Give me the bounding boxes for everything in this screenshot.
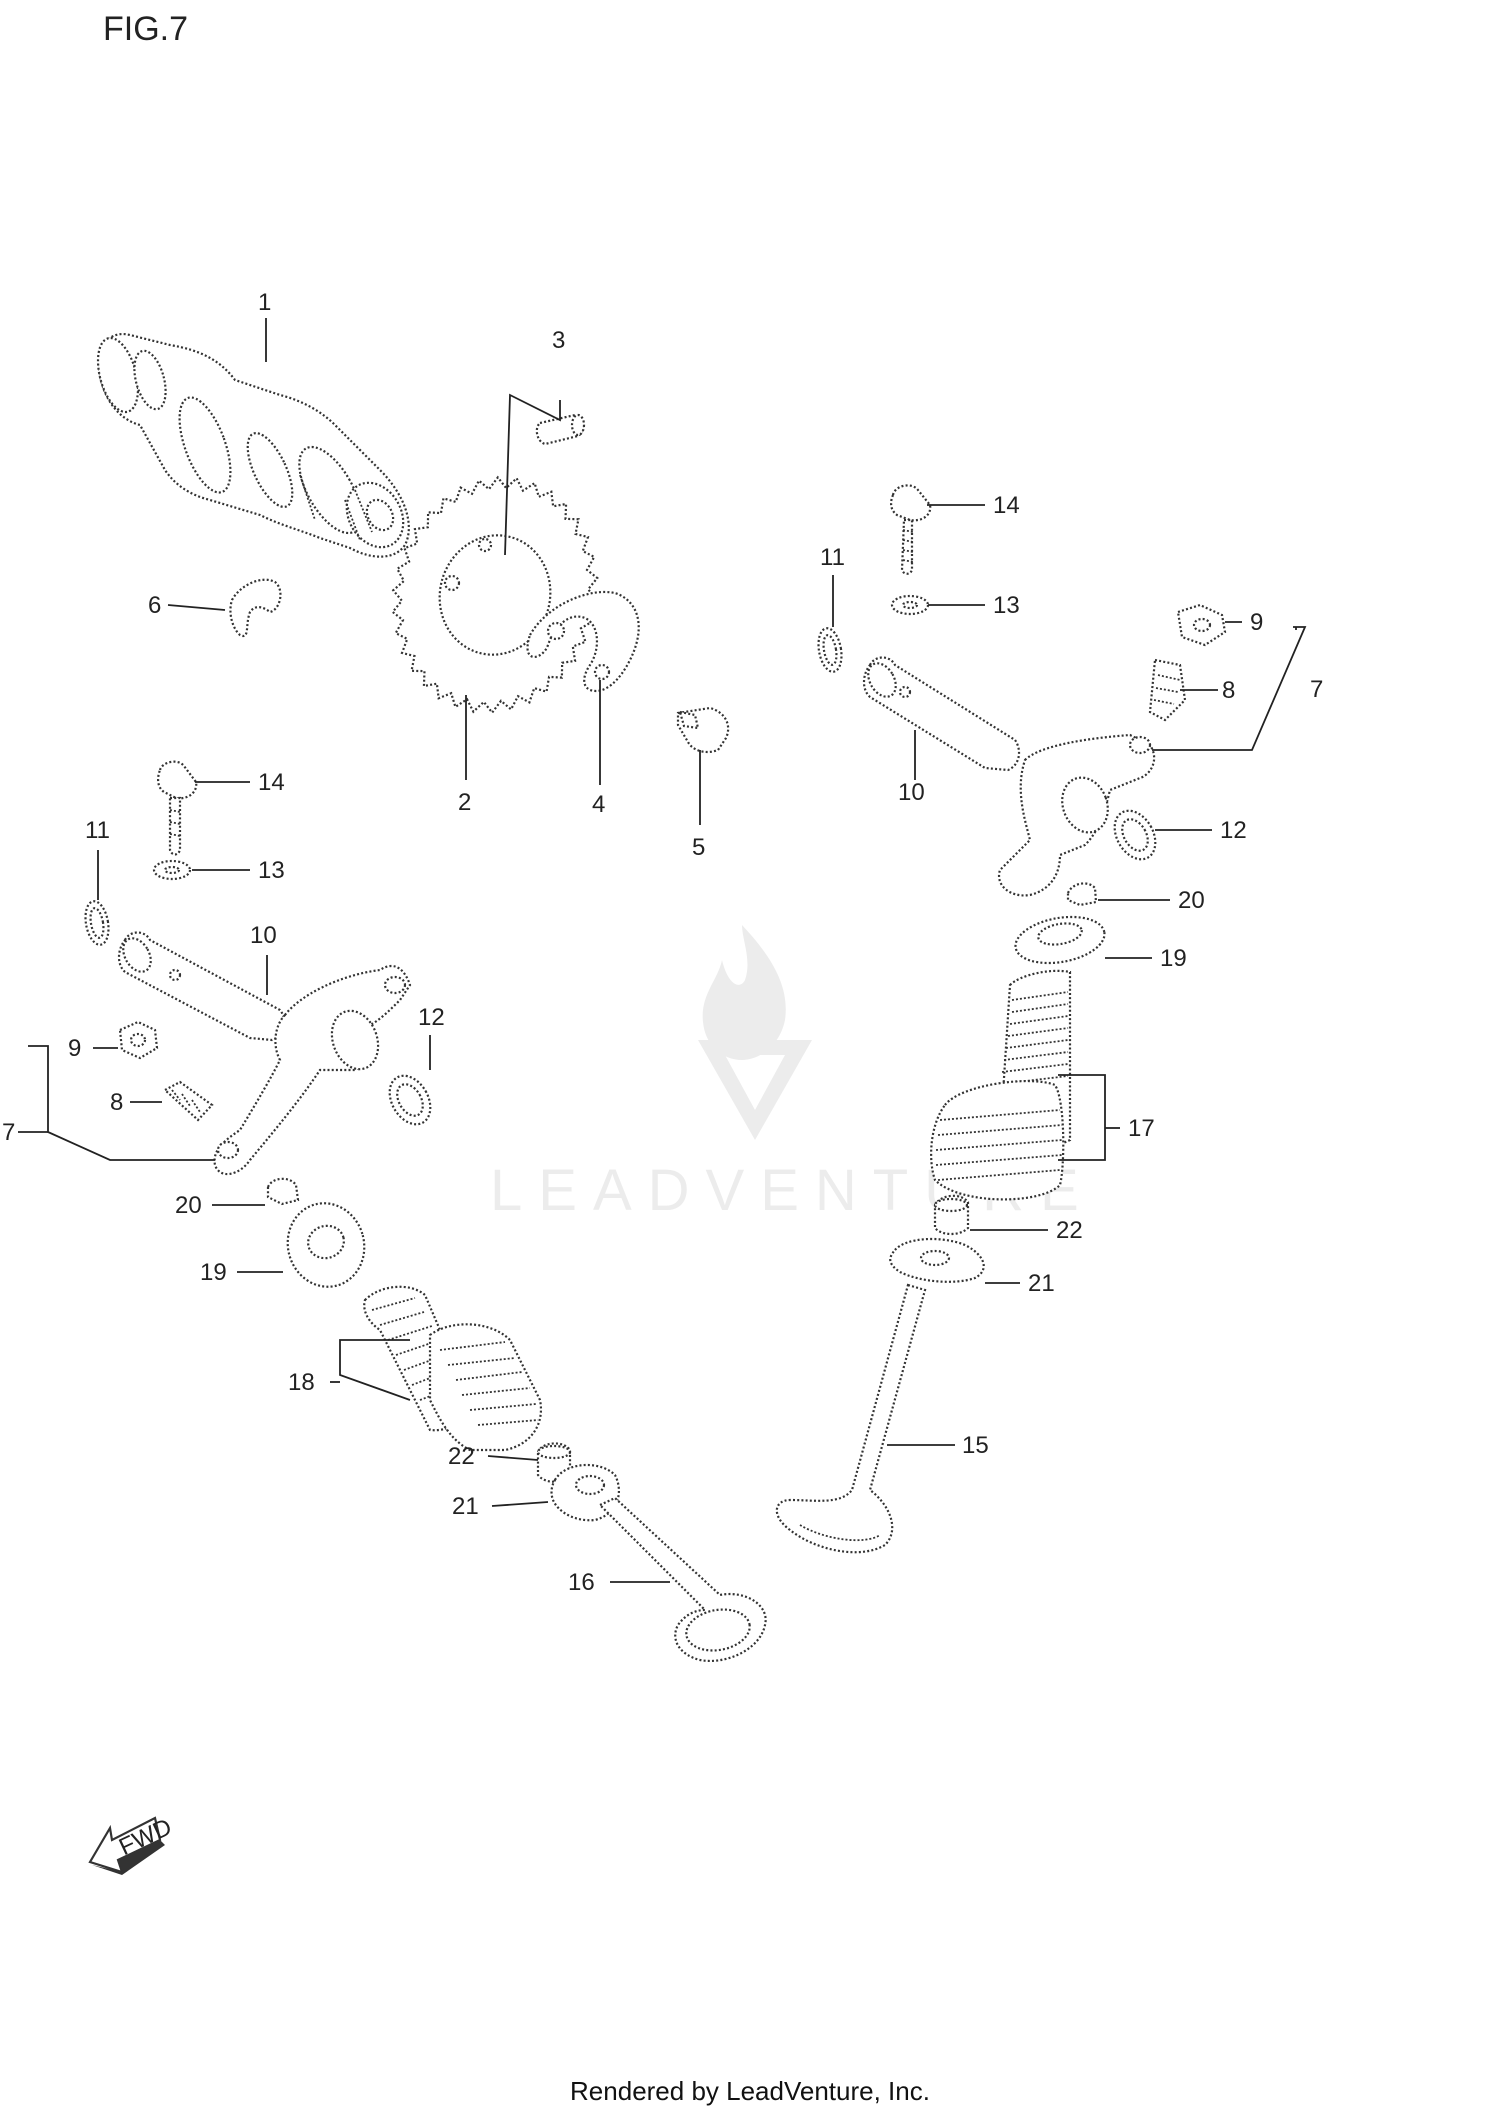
callout-13-right: 13	[993, 592, 1020, 619]
callout-9-right: 9	[1250, 609, 1263, 636]
callout-20-right: 20	[1178, 887, 1205, 914]
callout-8-left: 8	[110, 1089, 123, 1116]
callout-20-left: 20	[175, 1192, 202, 1219]
callout-13-left: 13	[258, 857, 285, 884]
bolt-part	[676, 706, 730, 754]
callout-5: 5	[692, 834, 705, 861]
left-valve-stack	[266, 1177, 767, 1663]
callout-11-right: 11	[820, 544, 845, 571]
callout-22-left: 22	[448, 1443, 475, 1470]
callout-3: 3	[552, 327, 565, 354]
figure-title: FIG.7	[103, 10, 188, 48]
callout-10-left: 10	[250, 922, 277, 949]
callout-1: 1	[258, 289, 271, 316]
fwd-arrow-icon: FWD	[88, 1813, 176, 1875]
cam-sprocket-part	[391, 475, 599, 715]
right-valve-stack	[775, 882, 1106, 1554]
callout-8-right: 8	[1222, 677, 1235, 704]
camshaft-part	[96, 332, 410, 558]
callout-21-right: 21	[1028, 1270, 1055, 1297]
callout-22-right: 22	[1056, 1217, 1083, 1244]
callout-10-right: 10	[898, 779, 925, 806]
callout-2: 2	[458, 789, 471, 816]
callout-19-left: 19	[200, 1259, 227, 1286]
clip-part	[229, 578, 282, 638]
callout-14-right: 14	[993, 492, 1020, 519]
callout-21-left: 21	[452, 1493, 479, 1520]
callout-12-left: 12	[418, 1004, 445, 1031]
left-rocker-assembly	[84, 760, 432, 1176]
callout-7-right: 7	[1310, 676, 1323, 703]
callout-12-right: 12	[1220, 817, 1247, 844]
flame-icon	[702, 925, 786, 1060]
leader-lines	[18, 318, 1307, 1583]
callout-9-left: 9	[68, 1035, 81, 1062]
thrust-plate-part	[526, 590, 640, 693]
callout-14-left: 14	[258, 769, 285, 796]
right-rocker-assembly	[817, 484, 1227, 897]
callout-7-left: 7	[2, 1119, 15, 1146]
callout-labels: 1 2 3 4 5 6 7 8 9 10 11 12 13 14 15 16 1…	[2, 289, 1323, 1596]
callout-16: 16	[568, 1569, 595, 1596]
footer-credit: Rendered by LeadVenture, Inc.	[570, 2076, 930, 2106]
callout-4: 4	[592, 791, 605, 818]
callout-15: 15	[962, 1432, 989, 1459]
dowel-pin-part	[535, 413, 586, 446]
v-logo-icon	[698, 1040, 812, 1140]
callout-19-right: 19	[1160, 945, 1187, 972]
callout-6: 6	[148, 592, 161, 619]
callout-17: 17	[1128, 1115, 1155, 1142]
callout-18: 18	[288, 1369, 315, 1396]
callout-11-left: 11	[85, 817, 110, 844]
